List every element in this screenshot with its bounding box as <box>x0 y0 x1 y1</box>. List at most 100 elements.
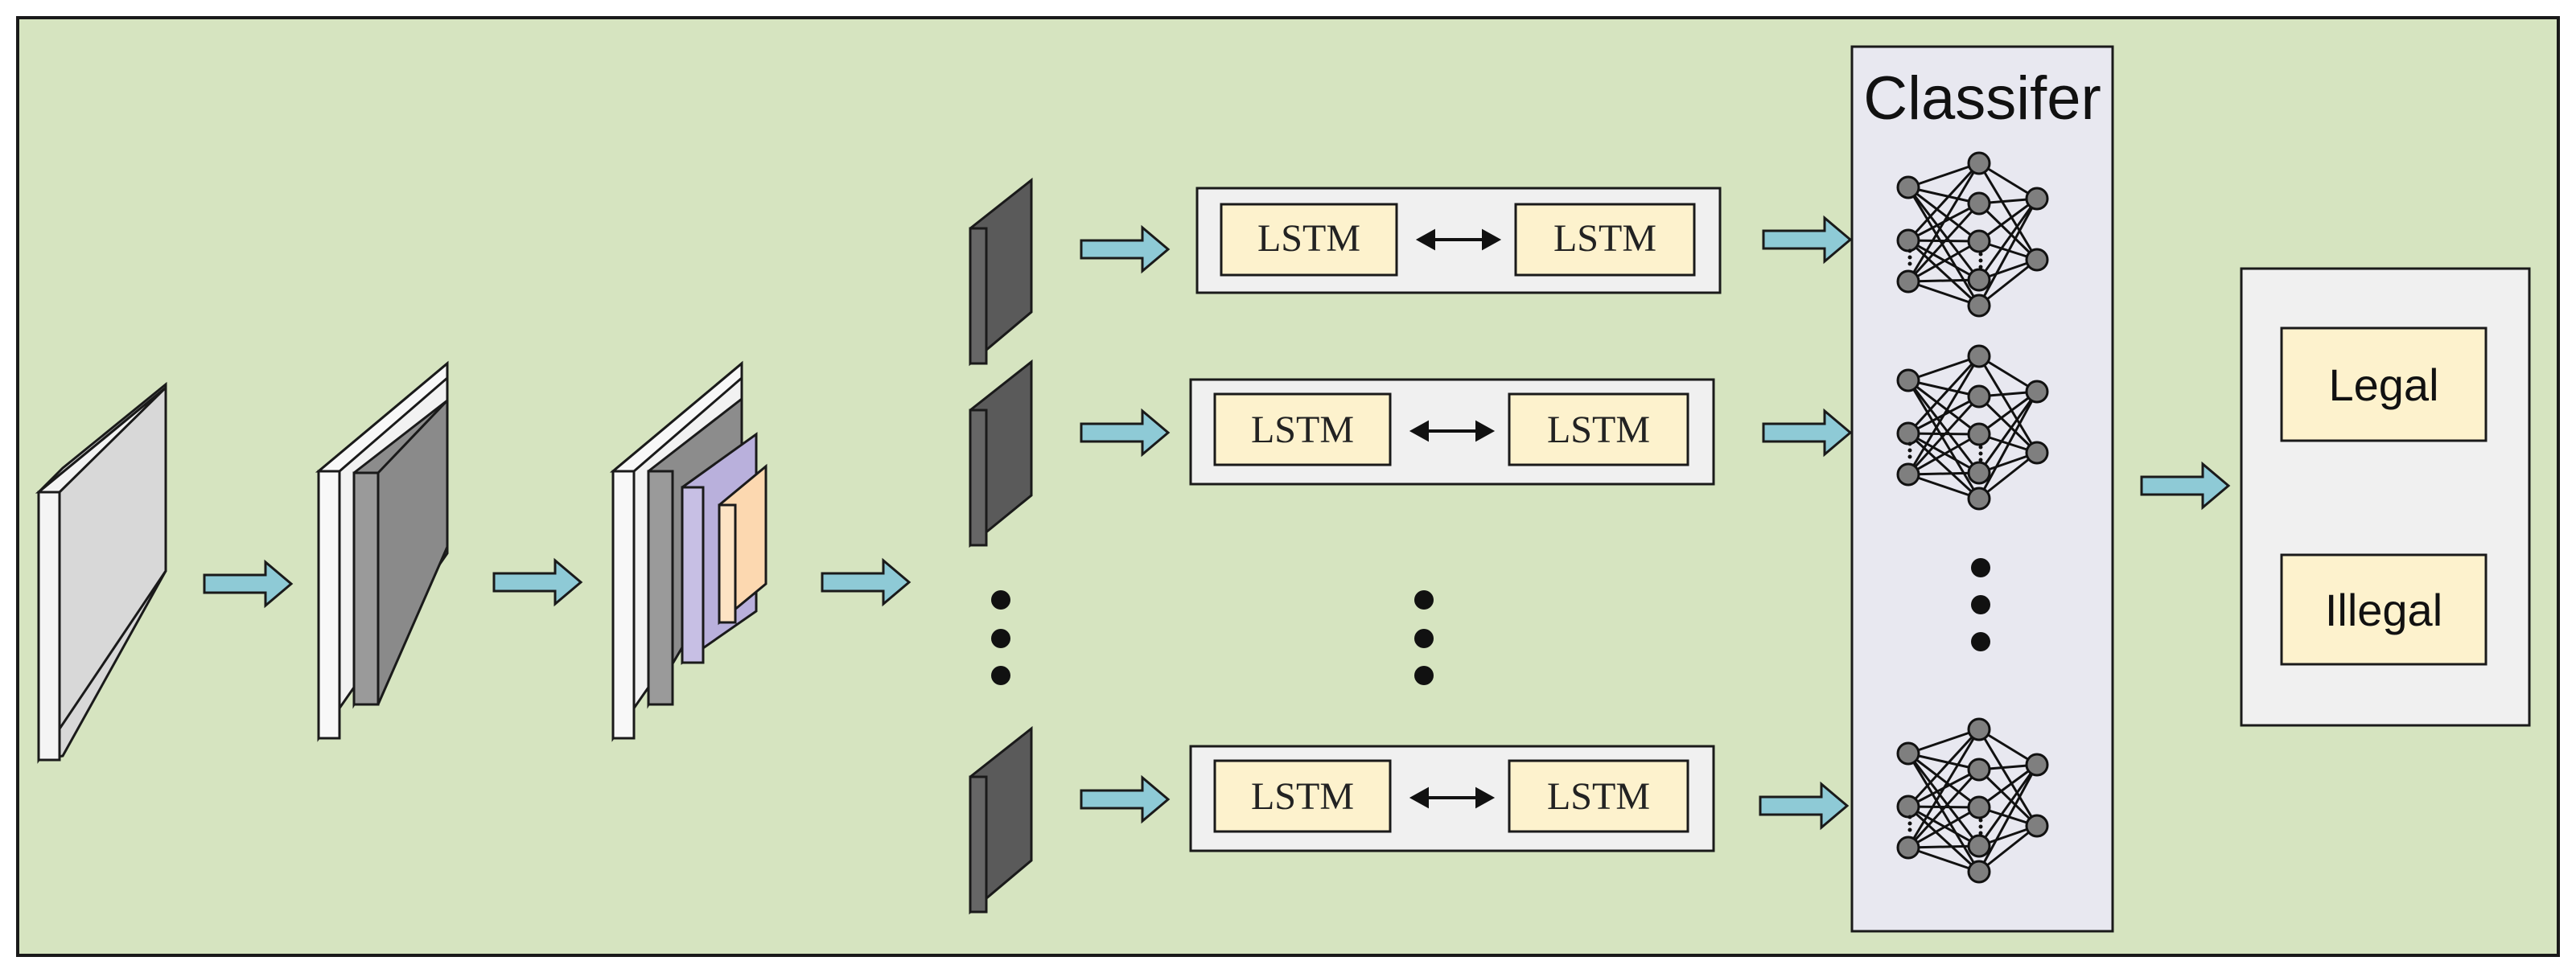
network-edge <box>1907 187 1981 281</box>
network-ellipsis-dot <box>1907 448 1912 453</box>
network-ellipsis-dot <box>1978 265 1983 269</box>
network-edge <box>1977 198 2039 306</box>
network-edge <box>1907 355 1981 435</box>
network-edge <box>1907 752 1980 771</box>
network-edge <box>1907 162 1981 282</box>
classifier-title: Classifer <box>1863 64 2101 133</box>
network-node <box>2025 248 2049 272</box>
network-edge <box>1907 280 1980 307</box>
network-edge <box>1907 186 1980 243</box>
classifier-ellipsis <box>1971 558 1990 651</box>
lstm-cell-backward <box>1508 759 1689 833</box>
network-edge <box>1907 355 1980 382</box>
network-edge <box>1907 846 1980 873</box>
network-edge <box>1907 380 1981 499</box>
network-edge <box>1907 805 1981 873</box>
network-node <box>1967 717 1991 741</box>
network-ellipsis-dot <box>1907 821 1912 826</box>
sequence-slice-1 <box>969 177 1033 367</box>
network-node <box>1896 228 1920 253</box>
network-node <box>1896 368 1920 392</box>
network-edge <box>1907 728 1981 808</box>
network-ellipsis-dot <box>1907 248 1912 253</box>
lstm-label: LSTM <box>1553 217 1656 260</box>
network-edge <box>1907 162 1980 189</box>
network-edge <box>1978 258 2038 307</box>
network-node <box>1967 229 1991 253</box>
network-edge <box>1907 753 1981 847</box>
network-node <box>1967 834 1991 858</box>
network-node <box>1967 487 1991 511</box>
network-node <box>1967 191 1991 216</box>
network-edge <box>1907 729 1981 848</box>
lstm-label: LSTM <box>1257 217 1360 260</box>
neural-network-icon-2 <box>1896 344 2049 511</box>
network-node <box>1967 860 1991 884</box>
network-edge <box>1977 202 2039 261</box>
lstm-cell-forward <box>1213 392 1392 466</box>
network-edge <box>1907 187 1981 306</box>
conv-feature-maps-1 <box>315 360 449 742</box>
legal-output-label: Legal <box>2328 359 2438 410</box>
network-node <box>1967 758 1991 782</box>
network-node <box>2025 187 2049 211</box>
network-node <box>1896 421 1920 446</box>
network-edge <box>1907 806 1980 849</box>
network-ellipsis-dot <box>1907 261 1912 266</box>
network-ellipsis-dot <box>1978 252 1983 257</box>
input-image-slab <box>35 381 167 764</box>
network-edge <box>1977 395 2039 454</box>
network-node <box>1967 795 1991 819</box>
network-node <box>2025 441 2049 465</box>
network-edge <box>1907 239 1981 307</box>
network-node <box>1896 269 1920 294</box>
network-edge <box>1907 186 1980 205</box>
network-edge <box>1977 391 2039 499</box>
lstm-cell-backward <box>1514 203 1696 277</box>
network-edge <box>1977 729 2039 827</box>
network-node <box>1896 741 1920 766</box>
network-ellipsis-dot <box>1978 445 1983 450</box>
network-edge <box>1977 768 2039 827</box>
network-edge <box>1978 824 2038 873</box>
bidirectional-arrow-icon <box>1415 228 1502 251</box>
sequence-slice-2 <box>969 359 1033 548</box>
network-node <box>1967 461 1991 485</box>
network-edge <box>1907 752 1980 809</box>
network-edge <box>1907 379 1980 398</box>
network-node <box>1967 344 1991 368</box>
network-edge <box>1907 278 1980 283</box>
network-edge <box>1978 197 2038 243</box>
network-ellipsis-dot <box>1978 831 1983 836</box>
network-edge <box>1977 391 2039 474</box>
network-node <box>1967 268 1991 292</box>
neural-network-icon-1 <box>1896 151 2049 318</box>
network-ellipsis-dot <box>1907 827 1912 832</box>
conv-feature-maps-2 <box>609 360 767 742</box>
network-ellipsis-dot <box>1907 454 1912 459</box>
legal-output-box <box>2280 326 2488 442</box>
lstm-cell-forward <box>1213 759 1392 833</box>
network-edge <box>1907 432 1981 500</box>
network-edge <box>1907 395 1981 476</box>
network-edge <box>1907 379 1980 436</box>
network-edge <box>1907 433 1980 476</box>
network-edge <box>1977 198 2039 281</box>
network-ellipsis-dot <box>1978 824 1983 829</box>
network-edge <box>1907 355 1981 475</box>
network-edge <box>1907 473 1980 500</box>
network-ellipsis-dot <box>1978 451 1983 456</box>
network-edge <box>1907 240 1980 283</box>
network-node <box>2025 380 2049 404</box>
network-node <box>1896 836 1920 860</box>
illegal-output-label: Illegal <box>2325 585 2442 635</box>
network-edge <box>1907 753 1981 873</box>
lstm-cell-forward <box>1220 203 1398 277</box>
slice-ellipsis <box>991 590 1010 685</box>
network-ellipsis-dot <box>1907 441 1912 446</box>
lstm-label: LSTM <box>1547 409 1650 451</box>
network-edge <box>1907 844 1980 849</box>
network-ellipsis-dot <box>1907 815 1912 819</box>
network-node <box>2025 814 2049 838</box>
network-node <box>1896 462 1920 487</box>
